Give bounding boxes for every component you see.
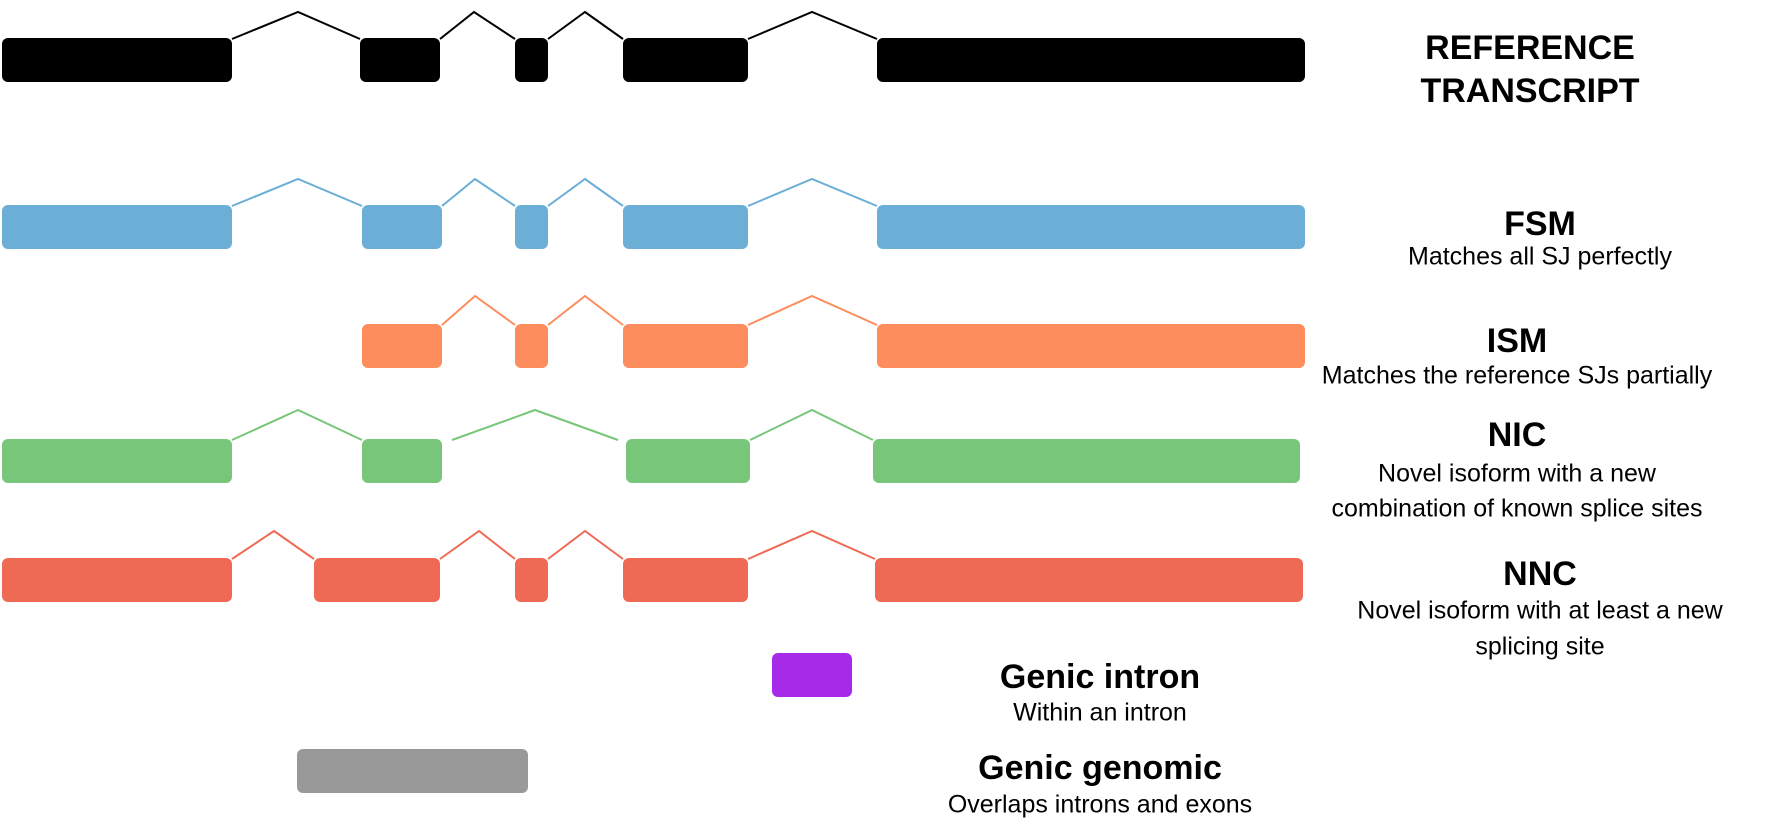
reference-exon-4 bbox=[623, 38, 748, 82]
genic-genomic-exon-1 bbox=[297, 749, 528, 793]
ism-title: ISM bbox=[1487, 322, 1547, 360]
genic-genomic-title: Genic genomic bbox=[978, 749, 1222, 787]
fsm-exon-1 bbox=[2, 205, 232, 249]
reference-intron-4 bbox=[747, 10, 878, 40]
nic-exon-3 bbox=[626, 439, 750, 483]
genic-genomic-description: Overlaps introns and exons bbox=[948, 791, 1252, 819]
ism-transcript bbox=[362, 294, 1305, 368]
reference-exon-2 bbox=[360, 38, 440, 82]
nic-intron-3 bbox=[749, 408, 874, 441]
nic-transcript bbox=[2, 408, 1300, 483]
ism-description: Matches the reference SJs partially bbox=[1322, 362, 1713, 390]
nic-intron-2 bbox=[451, 408, 619, 441]
nic-intron-1 bbox=[231, 408, 363, 441]
reference-exon-3 bbox=[515, 38, 548, 82]
ism-exon-4 bbox=[877, 324, 1305, 368]
reference-intron-2 bbox=[439, 10, 516, 40]
nic-exon-2 bbox=[362, 439, 442, 483]
ism-intron-1 bbox=[441, 294, 516, 326]
nic-exon-1 bbox=[2, 439, 232, 483]
nnc-intron-3 bbox=[547, 529, 624, 560]
nnc-intron-4 bbox=[747, 529, 876, 560]
nic-exon-4 bbox=[873, 439, 1300, 483]
nnc-exon-3 bbox=[515, 558, 548, 602]
nnc-exon-4 bbox=[623, 558, 748, 602]
ism-intron-2 bbox=[547, 294, 624, 326]
nnc-exon-2 bbox=[314, 558, 440, 602]
ism-exon-1 bbox=[362, 324, 442, 368]
nic-description: combination of known splice sites bbox=[1331, 495, 1702, 523]
reference-intron-1 bbox=[231, 10, 361, 40]
fsm-transcript bbox=[2, 177, 1305, 249]
ism-exon-3 bbox=[623, 324, 748, 368]
nnc-description: Novel isoform with at least a new bbox=[1357, 597, 1723, 625]
genic-intron-description: Within an intron bbox=[1013, 699, 1187, 727]
reference-title: REFERENCE bbox=[1425, 29, 1635, 67]
nnc-title: NNC bbox=[1503, 555, 1577, 593]
fsm-exon-2 bbox=[362, 205, 442, 249]
fsm-exon-4 bbox=[623, 205, 748, 249]
nnc-exon-5 bbox=[875, 558, 1303, 602]
reference-exon-5 bbox=[877, 38, 1305, 82]
genic-intron-exon-1 bbox=[772, 653, 852, 697]
fsm-intron-1 bbox=[231, 177, 363, 207]
ism-exon-2 bbox=[515, 324, 548, 368]
reference-intron-3 bbox=[547, 10, 624, 40]
nnc-description: splicing site bbox=[1475, 633, 1604, 661]
fsm-intron-3 bbox=[547, 177, 624, 207]
reference-transcript bbox=[2, 10, 1305, 82]
fsm-title: FSM bbox=[1504, 205, 1576, 243]
nnc-transcript bbox=[2, 529, 1303, 602]
fsm-intron-2 bbox=[441, 177, 516, 207]
transcript-tracks bbox=[2, 10, 1305, 793]
nnc-intron-2 bbox=[439, 529, 516, 560]
fsm-exon-3 bbox=[515, 205, 548, 249]
genic-intron-transcript bbox=[772, 653, 852, 697]
nic-description: Novel isoform with a new bbox=[1378, 460, 1657, 488]
fsm-intron-4 bbox=[747, 177, 878, 207]
ism-intron-3 bbox=[747, 294, 878, 326]
fsm-exon-5 bbox=[877, 205, 1305, 249]
nnc-intron-1 bbox=[231, 529, 315, 560]
fsm-description: Matches all SJ perfectly bbox=[1408, 243, 1672, 271]
reference-exon-1 bbox=[2, 38, 232, 82]
genic-genomic-transcript bbox=[297, 749, 528, 793]
genic-intron-title: Genic intron bbox=[1000, 658, 1200, 696]
nic-title: NIC bbox=[1488, 416, 1547, 454]
nnc-exon-1 bbox=[2, 558, 232, 602]
reference-title: TRANSCRIPT bbox=[1420, 72, 1639, 110]
